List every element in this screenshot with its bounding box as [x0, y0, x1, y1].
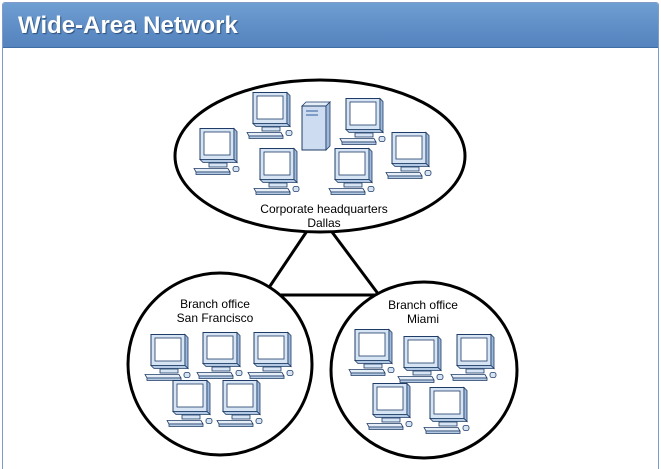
wan-link-hq-miami: [327, 227, 381, 296]
hq-label-line2: Dallas: [307, 216, 340, 230]
title-bar: Wide-Area Network: [3, 3, 658, 48]
miami-label-line1: Branch office: [388, 298, 458, 312]
sf-label-line1: Branch office: [180, 297, 250, 311]
site-headquarters: [173, 78, 467, 234]
miami-label-line2: Miami: [407, 312, 439, 326]
panel-title: Wide-Area Network: [18, 12, 238, 39]
server-icon: [301, 101, 331, 151]
wan-link-hq-sf: [262, 227, 311, 296]
hq-label-line1: Corporate headquarters: [260, 202, 387, 216]
sf-label-line2: San Francisco: [177, 311, 254, 325]
